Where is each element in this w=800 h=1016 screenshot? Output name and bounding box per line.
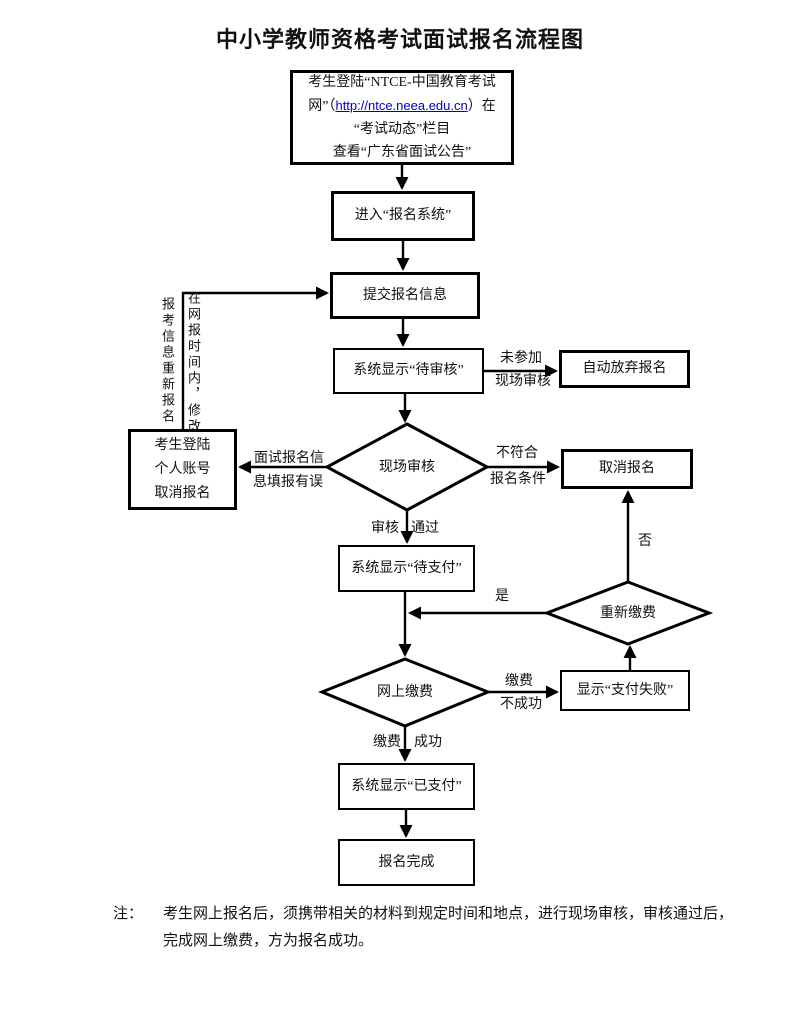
start-line3: “考试动态”栏目: [353, 122, 451, 137]
edge-label-pay-success-left: 缴费: [373, 735, 401, 750]
diamond-label-online-payment: 网上缴费: [377, 685, 433, 700]
cancel-account-line1: 考生登陆: [154, 437, 211, 453]
cancel-account-line3: 取消报名: [154, 485, 211, 501]
page-title: 中小学教师资格考试面试报名流程图: [215, 27, 584, 52]
diamond-label-onsite-review: 现场审核: [379, 460, 435, 475]
edge-label-yes: 是: [495, 589, 509, 604]
edge-label-not-attend-1: 未参加: [500, 351, 542, 366]
edge-label-info-error-2: 息填报有误: [253, 475, 323, 490]
diamond-label-repay: 重新缴费: [600, 606, 656, 621]
edge-label-not-qualified-1: 不符合: [496, 446, 538, 461]
edge-label-review-pass-right: 通过: [411, 521, 439, 536]
edge-label-pay-fail-1: 缴费: [505, 674, 533, 689]
flow-node-cancel-via-account: 考生登陆 个人账号 取消报名: [128, 429, 237, 510]
edge-label-review-pass-left: 审核: [371, 521, 399, 536]
diamond-online-payment: [317, 657, 493, 728]
start-line2-suffix: ）在: [467, 99, 496, 114]
edge-label-pay-fail-2: 不成功: [500, 697, 542, 712]
footnote-line1: 考生网上报名后，须携带相关的材料到规定时间和地点，进行现场审核，审核通过后，: [163, 906, 734, 922]
ntce-link[interactable]: http://ntce.neea.edu.cn: [335, 98, 468, 113]
footnote-prefix: 注：: [113, 906, 144, 922]
flow-node-pending-payment: 系统显示“待支付”: [338, 545, 475, 592]
flow-node-complete: 报名完成: [338, 839, 475, 886]
start-line2-prefix: 网”（: [308, 99, 336, 114]
edge-label-no: 否: [638, 534, 652, 549]
flow-node-submit-info: 提交报名信息: [330, 272, 480, 319]
diamond-onsite-review: [323, 422, 491, 512]
edge-label-not-attend-2: 现场审核: [495, 374, 551, 389]
footnote: 注： 考生网上报名后，须携带相关的材料到规定时间和地点，进行现场审核，审核通过后…: [113, 901, 773, 955]
footnote-lines: 考生网上报名后，须携带相关的材料到规定时间和地点，进行现场审核，审核通过后， 完…: [163, 901, 733, 955]
start-line2: 网”（http://ntce.neea.edu.cn）在: [308, 94, 496, 118]
vertical-label-reregister-col2: 报考信息重新报名: [160, 297, 175, 425]
edge-label-info-error-1: 面试报名信: [254, 451, 324, 466]
start-line4: 查看“广东省面试公告”: [332, 145, 472, 160]
vertical-label-reregister-col1: 在网报时间内，修改: [186, 291, 201, 435]
flow-node-start: 考生登陆“NTCE-中国教育考试 网”（http://ntce.neea.edu…: [290, 70, 514, 165]
start-line1: 考生登陆“NTCE-中国教育考试: [308, 75, 496, 90]
edge-label-not-qualified-2: 报名条件: [490, 472, 546, 487]
edge-label-pay-success-right: 成功: [414, 735, 442, 750]
flow-node-pending-review: 系统显示“待审核”: [333, 348, 484, 394]
flow-node-payment-failed: 显示“支付失败”: [560, 670, 690, 711]
edge-reregister-feedback: [181, 286, 329, 429]
diamond-repay: [542, 580, 714, 646]
flow-node-cancel-registration: 取消报名: [561, 449, 693, 489]
cancel-account-line2: 个人账号: [154, 461, 211, 477]
flow-node-enter-system: 进入“报名系统”: [331, 191, 475, 241]
flow-node-paid: 系统显示“已支付”: [338, 763, 475, 810]
flow-node-auto-abandon: 自动放弃报名: [559, 350, 690, 388]
footnote-line2: 完成网上缴费，方为报名成功。: [163, 933, 374, 949]
